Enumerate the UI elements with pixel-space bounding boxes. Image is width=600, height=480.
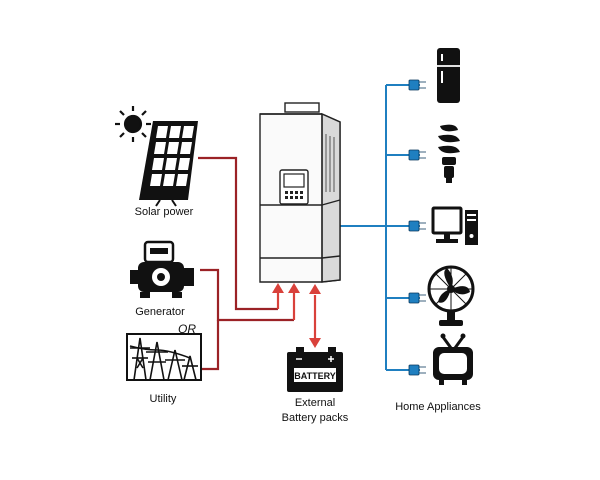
solar-power-label: Solar power [134, 206, 194, 218]
battery-label-line2: Battery packs [281, 412, 349, 424]
generator-wire [200, 268, 294, 322]
utility-wire [200, 320, 220, 371]
solar-arrow-head [272, 283, 284, 293]
computer-icon [431, 206, 478, 245]
home-appliances-label: Home Appliances [395, 401, 481, 413]
plug-icons [408, 79, 426, 376]
power-tower-icon [126, 333, 202, 381]
utility-label: Utility [149, 393, 177, 405]
output-wires [340, 84, 420, 371]
refrigerator-icon [437, 48, 460, 103]
input-arrows [272, 283, 321, 348]
solar-panel-icon [139, 121, 198, 207]
inverter-icon [259, 102, 341, 283]
battery-label-line1: External [294, 397, 336, 409]
light-bulb-icon [438, 124, 460, 183]
battery-arrow-up [309, 284, 321, 294]
solar-wire [198, 156, 278, 311]
battery-box-label: BATTERY [294, 371, 336, 381]
generator-label: Generator [135, 306, 185, 318]
battery-arrow-down [309, 338, 321, 348]
generator-arrow-head [288, 283, 300, 293]
input-wires [198, 156, 294, 371]
generator-icon [130, 240, 194, 298]
tv-icon [433, 333, 473, 385]
fan-icon [427, 265, 475, 326]
sun-icon [115, 106, 151, 142]
battery-icon: BATTERY [287, 347, 343, 392]
or-label: OR [178, 322, 196, 336]
